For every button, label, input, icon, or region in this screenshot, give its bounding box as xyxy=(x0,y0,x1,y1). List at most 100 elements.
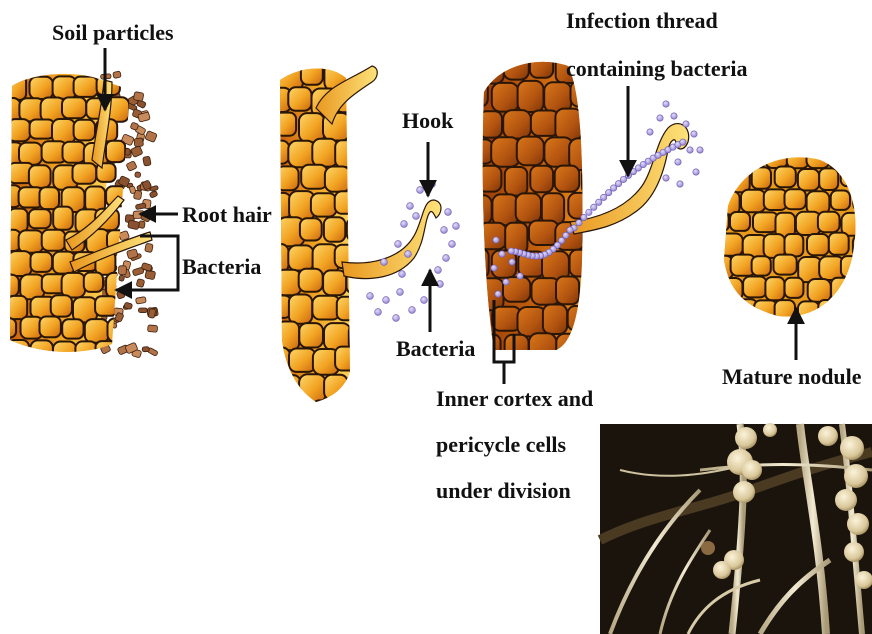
label-soil-particles: Soil particles xyxy=(52,20,174,45)
bacterium xyxy=(409,307,416,314)
bacterium xyxy=(413,213,420,220)
plant-cell xyxy=(765,145,787,168)
plant-cell xyxy=(571,81,601,107)
plant-cell xyxy=(491,137,520,167)
soil-particle xyxy=(136,279,145,288)
plant-cell xyxy=(710,169,732,193)
plant-cell xyxy=(289,400,314,426)
plant-cell xyxy=(818,212,840,233)
plant-cell xyxy=(775,300,795,323)
plant-cell xyxy=(841,299,863,319)
plant-cell xyxy=(582,166,608,195)
plant-cell xyxy=(62,97,86,118)
bacterium xyxy=(675,159,681,165)
plant-cell xyxy=(349,114,374,136)
plant-cell xyxy=(478,223,506,249)
bacterium xyxy=(605,189,611,195)
plant-cell xyxy=(8,119,30,141)
bacterium xyxy=(693,169,699,175)
plant-cell xyxy=(730,212,750,231)
bacterium xyxy=(491,265,497,271)
plant-cell xyxy=(349,166,375,189)
plant-cell xyxy=(324,217,345,242)
plant-cell xyxy=(85,319,109,343)
label-containing-bacteria: containing bacteria xyxy=(566,56,748,81)
bacterium xyxy=(449,241,456,248)
plant-cell xyxy=(516,193,541,222)
plant-cell xyxy=(731,169,750,193)
plant-cell xyxy=(335,140,356,167)
plant-cell xyxy=(63,142,86,163)
label-inner-cortex: Inner cortex and xyxy=(436,386,593,411)
plant-cell xyxy=(325,167,350,192)
soil-particle xyxy=(126,161,137,172)
plant-cell xyxy=(30,77,54,99)
plant-cell xyxy=(276,113,296,136)
plant-cell xyxy=(299,323,323,347)
plant-cell xyxy=(555,166,580,192)
plant-cell xyxy=(31,340,53,364)
label-hook: Hook xyxy=(402,108,454,133)
bacterium xyxy=(441,227,448,234)
plant-cell xyxy=(0,230,21,251)
plant-cell xyxy=(53,342,77,367)
root-cells-2 xyxy=(263,61,375,428)
bacterium xyxy=(421,297,428,304)
plant-cell xyxy=(62,319,83,338)
bacterium xyxy=(503,279,509,285)
plant-cell xyxy=(568,306,591,331)
plant-cell xyxy=(721,147,742,172)
plant-cell xyxy=(752,167,771,188)
soil-particle xyxy=(135,172,141,178)
plant-cell xyxy=(40,317,61,338)
bacterium xyxy=(443,255,450,262)
stage-1-root-in-soil xyxy=(0,71,159,366)
plant-cell xyxy=(505,167,528,196)
root-hair-hook xyxy=(342,200,441,279)
plant-cell xyxy=(8,340,29,361)
bacterium xyxy=(680,139,686,145)
plant-cell xyxy=(785,189,806,209)
bacterium xyxy=(453,223,460,230)
plant-cell xyxy=(841,167,861,187)
bacterium xyxy=(395,241,402,248)
plant-cell xyxy=(289,349,316,372)
plant-cell xyxy=(785,234,804,256)
plant-cell xyxy=(774,255,797,275)
plant-cell xyxy=(807,145,830,168)
plant-cell xyxy=(732,299,757,318)
plant-cell xyxy=(53,207,73,230)
bacterium xyxy=(687,147,693,153)
bacterium xyxy=(405,251,412,258)
plant-cell xyxy=(503,110,531,138)
label-root-hair: Root hair xyxy=(182,202,272,227)
bacterium xyxy=(367,293,374,300)
plant-cell xyxy=(347,218,368,240)
plant-cell xyxy=(853,235,872,257)
plant-cell xyxy=(19,230,44,252)
plant-cell xyxy=(299,269,323,292)
plant-cell xyxy=(492,194,518,225)
stage-4-mature-nodule xyxy=(708,145,872,327)
plant-cell xyxy=(542,193,564,224)
bacterium xyxy=(401,221,408,228)
bacterium xyxy=(683,121,689,127)
plant-cell xyxy=(265,88,292,112)
plant-cell xyxy=(51,295,72,316)
plant-cell xyxy=(709,212,729,232)
plant-cell xyxy=(556,334,582,361)
plant-cell xyxy=(95,296,117,316)
bacterium xyxy=(399,271,406,278)
plant-cell xyxy=(529,333,556,364)
plant-cell xyxy=(288,87,311,111)
plant-cell xyxy=(74,120,95,141)
stage-3-infection-thread xyxy=(465,53,703,365)
soil-particle xyxy=(129,186,136,194)
plant-cell xyxy=(530,166,553,192)
plant-cell xyxy=(288,245,313,270)
plant-cell xyxy=(741,190,766,212)
bacterium xyxy=(697,147,703,153)
root-cells-1 xyxy=(0,75,133,366)
bacterium xyxy=(397,289,404,296)
soil-particle xyxy=(148,325,158,332)
